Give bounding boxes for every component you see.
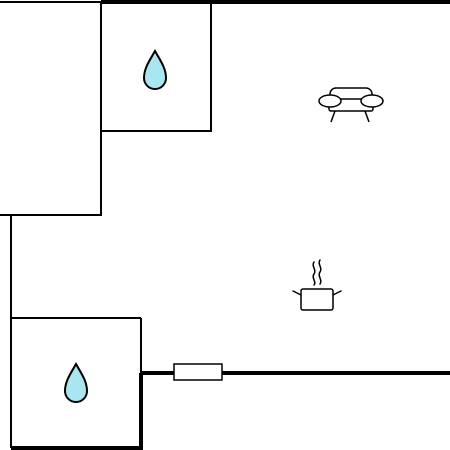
water-drop-icon	[142, 48, 168, 90]
cooking-pot-icon	[292, 259, 342, 311]
bathroom-upper-outline	[100, 1, 212, 132]
room-bathroom-upper	[100, 1, 212, 132]
water-drop-icon	[63, 361, 89, 403]
sofa-icon	[318, 87, 384, 123]
room-bathroom-lower	[10, 317, 143, 450]
window-icon	[173, 363, 223, 381]
